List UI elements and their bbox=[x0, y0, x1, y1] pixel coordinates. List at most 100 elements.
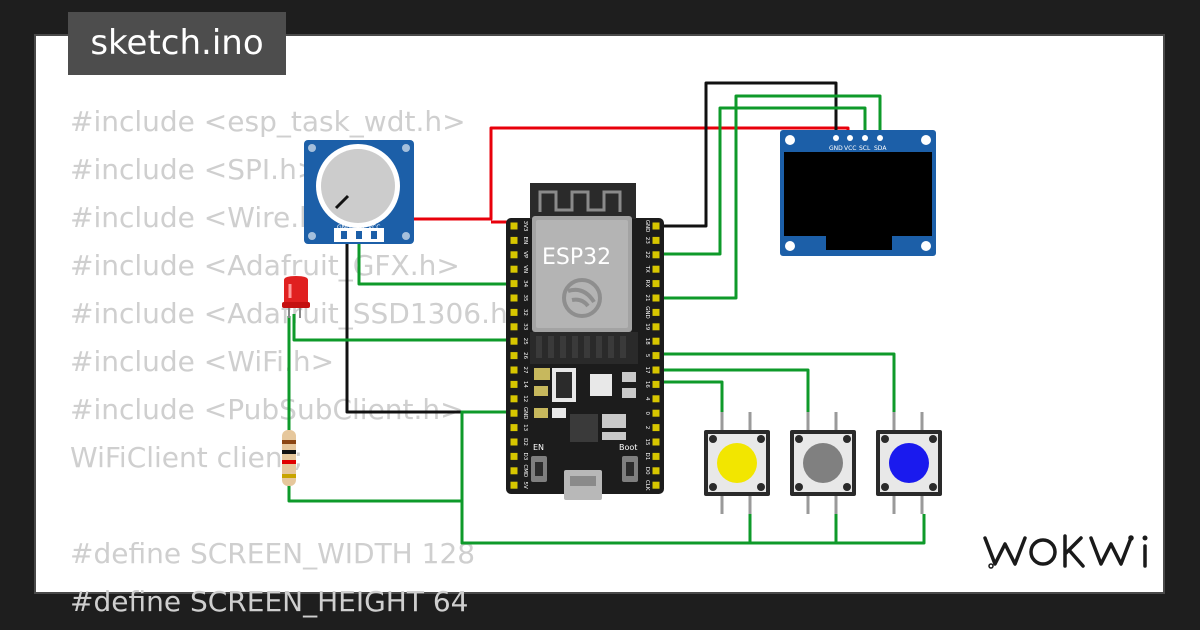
esp32-pin[interactable] bbox=[652, 366, 660, 374]
esp32-pin[interactable] bbox=[510, 280, 518, 288]
code-line: #include <SPI.h> bbox=[70, 153, 321, 186]
esp32-pin-label: 25 bbox=[522, 338, 528, 345]
circuit-diagram: ESP32 EN Boot bbox=[282, 81, 942, 545]
esp32-pin[interactable] bbox=[510, 236, 518, 244]
esp32-pin[interactable] bbox=[510, 294, 518, 302]
oled-pin-gnd: GND bbox=[829, 145, 843, 152]
esp32-pin-label: VP bbox=[522, 251, 528, 259]
wire-res-bottom bbox=[287, 482, 462, 503]
preview-card: #include <esp_task_wdt.h> #include <SPI.h… bbox=[34, 34, 1165, 618]
esp32-pin-label: 22 bbox=[644, 251, 650, 258]
code-line: #include <esp_task_wdt.h> bbox=[70, 105, 466, 138]
pot-indicator bbox=[334, 194, 350, 210]
esp32-pin-label: 21 bbox=[644, 295, 650, 302]
pot-knob[interactable] bbox=[321, 149, 395, 223]
wire-gnd-oled bbox=[660, 81, 838, 228]
esp32-pin-label: 13 bbox=[522, 424, 528, 431]
esp32-pin[interactable] bbox=[652, 380, 660, 388]
esp32-pin-label: 3V3 bbox=[522, 221, 528, 232]
esp32-pin-label: 33 bbox=[522, 323, 528, 330]
pushbuttons bbox=[704, 412, 942, 514]
esp32-pin-label: 15 bbox=[644, 439, 650, 446]
esp32-pin-label: EN bbox=[522, 237, 528, 245]
esp32-pin[interactable] bbox=[510, 467, 518, 475]
code-line: #define SCREEN_HEIGHT 64 bbox=[70, 585, 469, 618]
red-led[interactable] bbox=[282, 276, 310, 318]
esp32-pin[interactable] bbox=[652, 251, 660, 259]
esp32-pin[interactable] bbox=[510, 222, 518, 230]
pot-pin-vcc: VCC bbox=[368, 224, 380, 231]
esp32-pin[interactable] bbox=[652, 222, 660, 230]
code-line: #include <Adafruit_GFX.h> bbox=[70, 249, 460, 282]
esp32-pin-label: D3 bbox=[522, 453, 528, 461]
wire-btn2 bbox=[660, 368, 810, 420]
esp32-pin[interactable] bbox=[652, 438, 660, 446]
esp32-pin-label: 14 bbox=[522, 381, 528, 388]
button-cap[interactable] bbox=[717, 443, 757, 483]
esp32-pin[interactable] bbox=[510, 395, 518, 403]
esp32-pin-label: 32 bbox=[522, 309, 528, 316]
esp32-pin[interactable] bbox=[510, 452, 518, 460]
oled-pin-sda: SDA bbox=[874, 145, 887, 152]
esp32-pin[interactable] bbox=[510, 409, 518, 417]
esp32-pin[interactable] bbox=[510, 265, 518, 273]
esp32-pin[interactable] bbox=[652, 308, 660, 316]
pushbutton[interactable] bbox=[704, 412, 770, 514]
esp32-pin[interactable] bbox=[652, 424, 660, 432]
esp32-pin[interactable] bbox=[652, 337, 660, 345]
esp32-pin-label: GND bbox=[644, 220, 650, 233]
esp32-pin[interactable] bbox=[652, 265, 660, 273]
wire-pot-sig bbox=[357, 244, 514, 286]
pushbutton[interactable] bbox=[876, 412, 942, 514]
button-cap[interactable] bbox=[889, 443, 929, 483]
wire-led bbox=[292, 314, 514, 342]
oled-display[interactable]: GND VCC SCL SDA bbox=[780, 130, 936, 256]
esp32-pin[interactable] bbox=[510, 323, 518, 331]
esp32-pin[interactable] bbox=[510, 366, 518, 374]
esp32-pin-label: GND bbox=[522, 407, 528, 420]
esp32-pin-label: CMD bbox=[522, 464, 528, 477]
resistor[interactable] bbox=[282, 430, 296, 486]
esp32-pin-label: 23 bbox=[644, 237, 650, 244]
boot-label: Boot bbox=[619, 443, 637, 452]
esp32-pin[interactable] bbox=[510, 251, 518, 259]
esp32-pin[interactable] bbox=[510, 438, 518, 446]
esp32-pin-label: 5 bbox=[644, 354, 650, 358]
code-listing: #include <esp_task_wdt.h> #include <SPI.h… bbox=[70, 98, 531, 626]
esp32-pin[interactable] bbox=[510, 424, 518, 432]
pushbutton[interactable] bbox=[790, 412, 856, 514]
wire-btn3 bbox=[660, 352, 896, 420]
esp32-pin[interactable] bbox=[652, 294, 660, 302]
esp32-pin[interactable] bbox=[510, 380, 518, 388]
esp32-pin[interactable] bbox=[510, 308, 518, 316]
code-line: #include <PubSubClient.h> bbox=[70, 393, 464, 426]
esp32-pin-label: 34 bbox=[522, 280, 528, 287]
esp32-pin-label: 0 bbox=[644, 411, 650, 415]
esp32-pin[interactable] bbox=[652, 452, 660, 460]
pot-pin-gnd: GND bbox=[337, 224, 351, 231]
button-cap[interactable] bbox=[803, 443, 843, 483]
esp32-pin[interactable] bbox=[652, 352, 660, 360]
esp32-pin[interactable] bbox=[510, 352, 518, 360]
esp32-pin[interactable] bbox=[652, 280, 660, 288]
esp32-board[interactable]: ESP32 EN Boot bbox=[506, 183, 664, 500]
en-label: EN bbox=[533, 443, 544, 452]
esp32-pin[interactable] bbox=[652, 467, 660, 475]
wire-btn1 bbox=[660, 380, 724, 420]
potentiometer[interactable]: GND SIG VCC bbox=[304, 140, 414, 244]
esp32-pin-label: 2 bbox=[644, 426, 650, 430]
esp32-pin[interactable] bbox=[652, 481, 660, 489]
esp32-pin[interactable] bbox=[652, 409, 660, 417]
wire-scl bbox=[660, 106, 867, 256]
esp32-pin[interactable] bbox=[510, 481, 518, 489]
esp32-pin-label: 27 bbox=[522, 367, 528, 374]
file-tab[interactable]: sketch.ino bbox=[68, 12, 286, 75]
chip-label: ESP32 bbox=[542, 245, 611, 270]
esp32-pin-label: GND bbox=[644, 306, 650, 319]
esp32-pin[interactable] bbox=[652, 395, 660, 403]
esp32-pin[interactable] bbox=[652, 323, 660, 331]
esp32-pin[interactable] bbox=[510, 337, 518, 345]
esp32-pin[interactable] bbox=[652, 236, 660, 244]
oled-screen bbox=[784, 152, 932, 236]
